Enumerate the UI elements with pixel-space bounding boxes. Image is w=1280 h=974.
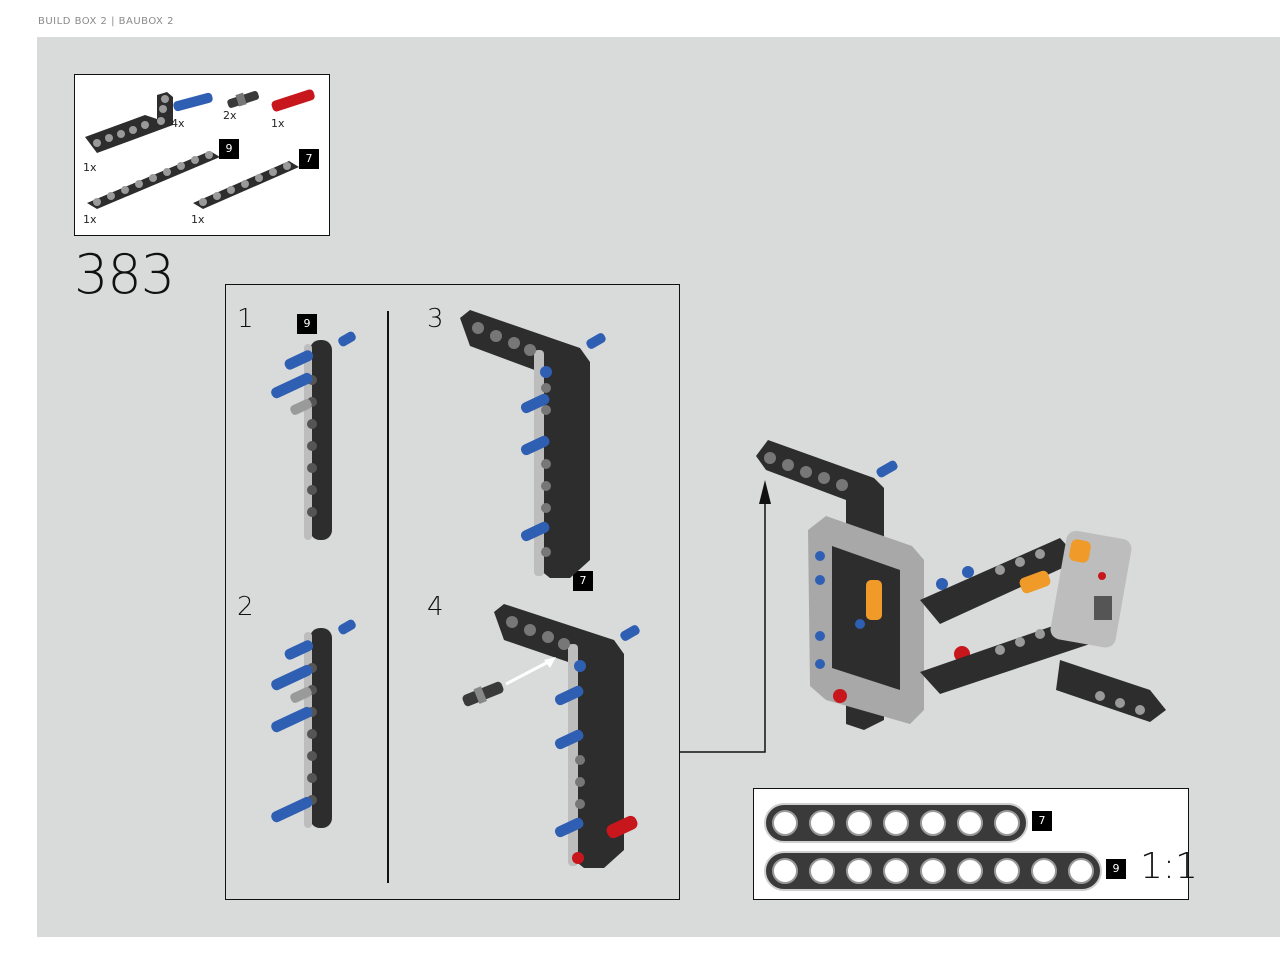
qty-label: 1x bbox=[191, 213, 205, 226]
qty-label: 1x bbox=[83, 161, 97, 174]
substeps-panel bbox=[225, 284, 680, 900]
main-model-assembly bbox=[756, 440, 1166, 730]
qty-label: 2x bbox=[223, 109, 237, 122]
substep-number: 4 bbox=[427, 592, 444, 622]
callout-connector-line bbox=[680, 500, 766, 753]
step-number: 383 bbox=[74, 243, 175, 306]
callout-arrow-head bbox=[759, 480, 771, 504]
red-pin-part bbox=[271, 89, 315, 112]
scale-beam-hole bbox=[1031, 858, 1057, 884]
beam-7-part bbox=[193, 161, 299, 209]
scale-beam-hole bbox=[1068, 858, 1094, 884]
substep-tag: 7 bbox=[573, 571, 593, 591]
substep-number: 3 bbox=[427, 304, 444, 334]
black-connector-part bbox=[227, 91, 259, 108]
substep-1-assembly bbox=[271, 331, 356, 540]
substep-3-assembly bbox=[460, 310, 606, 578]
scale-label: 1:1 bbox=[1140, 846, 1198, 887]
scale-beam-hole bbox=[809, 810, 835, 836]
substep-4-assembly bbox=[462, 604, 640, 868]
substep-number: 1 bbox=[237, 304, 254, 334]
scale-beam-hole bbox=[883, 858, 909, 884]
beam-length-tag: 7 bbox=[1032, 811, 1052, 831]
scale-beam-hole bbox=[920, 858, 946, 884]
parts-illustration bbox=[85, 89, 315, 209]
parts-list-panel: 4x 2x 1x 1x 1x 1x 9 7 bbox=[74, 74, 330, 236]
scale-beam-hole bbox=[809, 858, 835, 884]
l-liftarm-part bbox=[85, 92, 173, 153]
beam-9-part bbox=[87, 151, 220, 209]
scale-beam-hole bbox=[994, 810, 1020, 836]
scale-beam-hole bbox=[772, 858, 798, 884]
substep-tag: 9 bbox=[297, 314, 317, 334]
scale-beam-hole bbox=[846, 810, 872, 836]
substep-2-assembly bbox=[271, 619, 356, 828]
part-length-tag: 9 bbox=[219, 139, 239, 159]
qty-label: 1x bbox=[271, 117, 285, 130]
scale-beam-hole bbox=[883, 810, 909, 836]
scale-beam-hole bbox=[846, 858, 872, 884]
part-length-tag: 7 bbox=[299, 149, 319, 169]
scale-reference-panel: 7 9 bbox=[753, 788, 1189, 900]
scale-beam-hole bbox=[920, 810, 946, 836]
scale-beam-hole bbox=[772, 810, 798, 836]
scale-beam-hole bbox=[994, 858, 1020, 884]
scale-beam-hole bbox=[957, 858, 983, 884]
blue-pin-part bbox=[173, 92, 213, 112]
scale-reference-beams bbox=[764, 803, 1102, 891]
page-header: BUILD BOX 2 | BAUBOX 2 bbox=[38, 16, 174, 27]
scale-beam-hole bbox=[957, 810, 983, 836]
beam-length-tag: 9 bbox=[1106, 859, 1126, 879]
qty-label: 4x bbox=[171, 117, 185, 130]
substeps-divider bbox=[387, 311, 389, 883]
substep-number: 2 bbox=[237, 592, 254, 622]
qty-label: 1x bbox=[83, 213, 97, 226]
